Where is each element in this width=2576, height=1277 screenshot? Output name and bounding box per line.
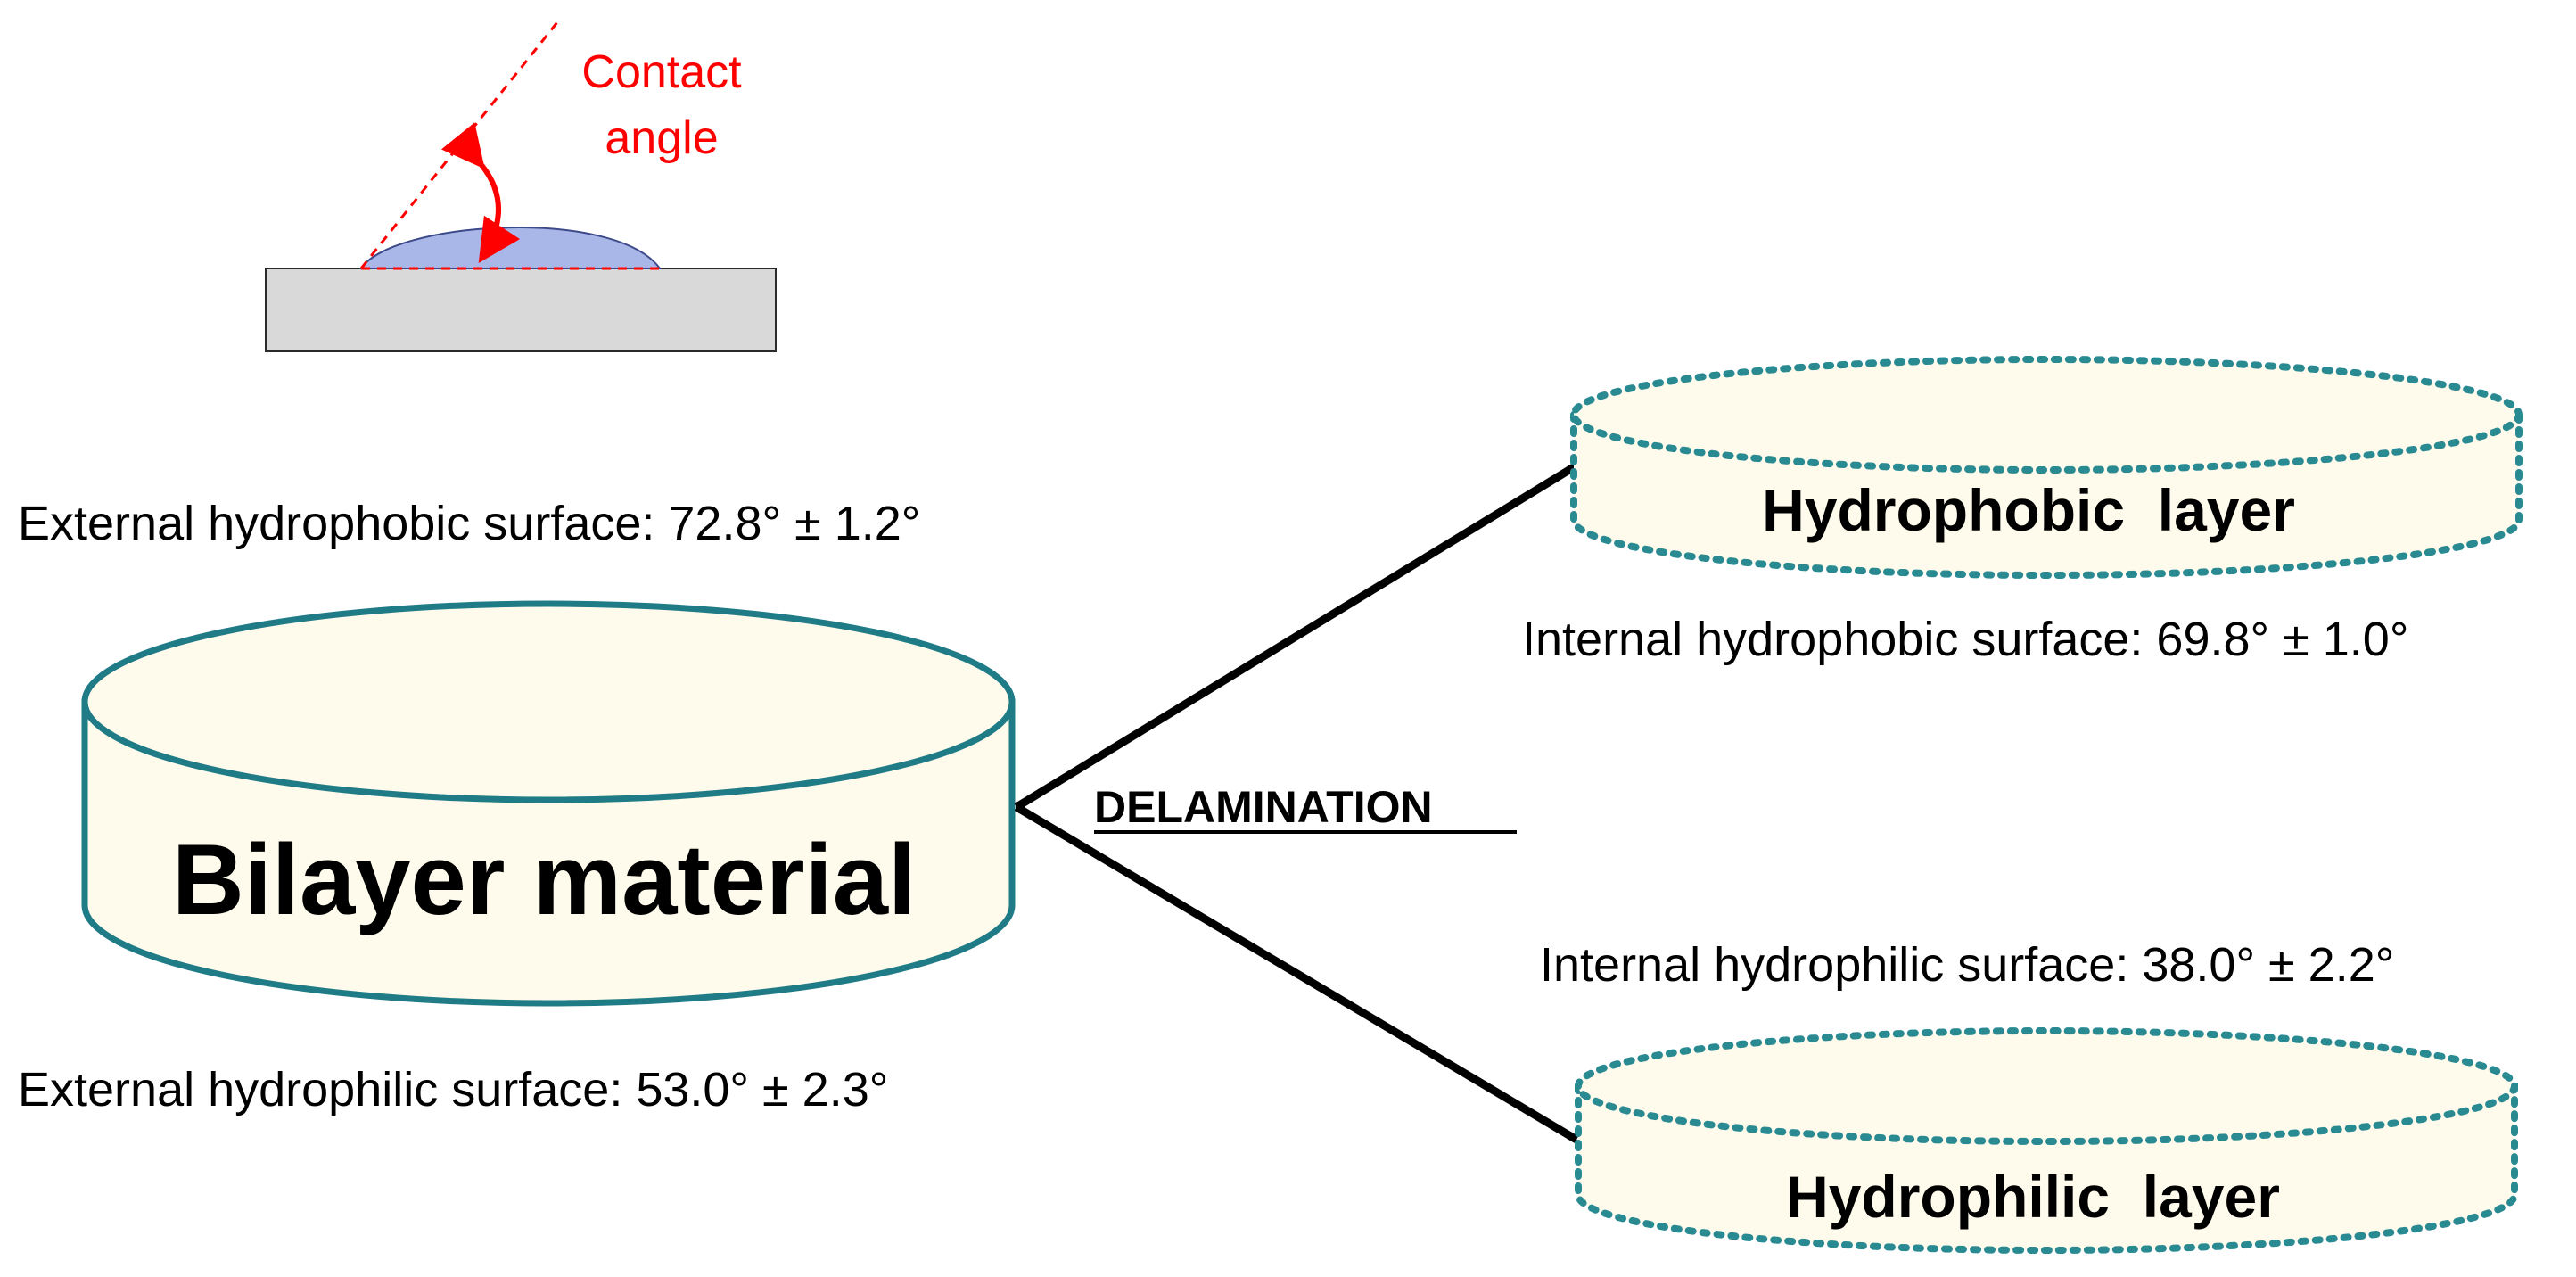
arrow-to-hydrophobic [1014, 462, 1579, 811]
bilayer-material-label: Bilayer material [172, 824, 916, 935]
bilayer-cylinder: Bilayer material [81, 600, 1016, 1007]
substrate [265, 268, 777, 352]
hydrophobic-layer-label: Hydrophobic layer [1762, 477, 2295, 543]
water-droplet [359, 227, 662, 269]
external-hydrophobic-label: External hydrophobic surface: 72.8° ± 1.… [18, 497, 920, 550]
angle-arc-arrow [440, 122, 521, 264]
arrow-to-hydrophilic [1014, 803, 1579, 1143]
hydrophobic-layer-top [1570, 356, 2523, 474]
hydrophilic-layer-cylinder: Hydrophilic layer [1575, 1027, 2518, 1254]
contact-angle-label-line1: Contact [581, 46, 742, 98]
internal-hydrophobic-label: Internal hydrophobic surface: 69.8° ± 1.… [1522, 613, 2408, 666]
hydrophilic-layer-label: Hydrophilic layer [1786, 1164, 2280, 1230]
contact-angle-inset: Contact angle [265, 21, 777, 352]
hydrophobic-layer-cylinder: Hydrophobic layer [1570, 356, 2523, 579]
tangent-line-dashed [359, 21, 559, 269]
external-hydrophilic-label: External hydrophilic surface: 53.0° ± 2.… [18, 1063, 888, 1116]
contact-angle-label-line2: angle [605, 112, 718, 164]
hydrophilic-layer-top [1575, 1027, 2518, 1145]
internal-hydrophilic-label: Internal hydrophilic surface: 38.0° ± 2.… [1540, 938, 2394, 992]
bilayer-cylinder-top [81, 600, 1016, 803]
delamination-label: DELAMINATION [1094, 782, 1433, 832]
